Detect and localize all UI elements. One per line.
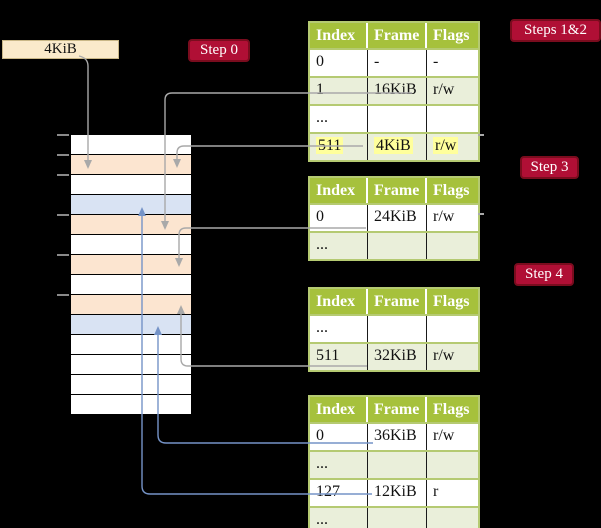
cell-index: 0 xyxy=(310,424,368,450)
cell-frame xyxy=(368,316,427,342)
frame-size-box: 4KiB xyxy=(2,40,119,59)
table-row: 0 36KiB r/w xyxy=(310,422,478,450)
memory-row xyxy=(71,255,191,275)
table-row: 0 - - xyxy=(310,48,478,76)
cell-frame: - xyxy=(368,50,427,76)
cell-index: 127 xyxy=(310,480,368,506)
cell-frame: 32KiB xyxy=(368,344,427,370)
cell-flags xyxy=(427,452,478,478)
address-tick xyxy=(57,294,69,296)
table-header-row: Index Frame Flags xyxy=(310,178,478,203)
table-row-ellipsis: ... xyxy=(310,506,478,528)
column-header-flags: Flags xyxy=(433,27,470,44)
page-table-root: Index Frame Flags 0 - - 1 16KiB r/w ... … xyxy=(308,21,480,162)
cell-flags: r/w xyxy=(433,427,455,444)
step-3-badge: Step 3 xyxy=(520,156,579,179)
steps-1-2-badge: Steps 1&2 xyxy=(510,19,601,42)
cell-flags xyxy=(427,508,478,528)
cell-flags: r/w xyxy=(433,208,455,225)
cell-index: ... xyxy=(310,106,368,132)
column-header-flags: Flags xyxy=(433,401,470,418)
cell-flags: r xyxy=(433,483,439,500)
step-0-badge: Step 0 xyxy=(188,39,250,62)
address-tick xyxy=(57,174,69,176)
column-header-index: Index xyxy=(310,397,368,422)
table-row-ellipsis: ... xyxy=(310,231,478,259)
column-header-index: Index xyxy=(310,289,368,314)
table-row: 511 32KiB r/w xyxy=(310,342,478,370)
cell-flags: - xyxy=(433,53,439,70)
table-header-row: Index Frame Flags xyxy=(310,23,478,48)
cell-flags xyxy=(427,233,478,259)
cell-frame xyxy=(368,106,427,132)
frame-size-label: 4KiB xyxy=(44,41,77,57)
cell-index: ... xyxy=(310,452,368,478)
table-row-ellipsis: ... xyxy=(310,450,478,478)
column-header-index: Index xyxy=(310,178,368,203)
page-table-leaf: Index Frame Flags 0 36KiB r/w ... 127 12… xyxy=(308,395,480,528)
cell-index: 0 xyxy=(310,205,368,231)
cell-frame: 36KiB xyxy=(368,424,427,450)
memory-row xyxy=(71,335,191,355)
page-table-step3: Index Frame Flags 0 24KiB r/w ... xyxy=(308,176,480,261)
cell-index: ... xyxy=(310,508,368,528)
memory-row xyxy=(71,275,191,295)
memory-row xyxy=(71,215,191,235)
table-row: 127 12KiB r xyxy=(310,478,478,506)
column-header-frame: Frame xyxy=(368,23,427,48)
memory-row xyxy=(71,135,191,155)
cell-flags xyxy=(427,316,478,342)
table-header-row: Index Frame Flags xyxy=(310,397,478,422)
memory-row xyxy=(71,235,191,255)
memory-row xyxy=(71,395,191,414)
memory-row xyxy=(71,315,191,335)
cell-frame xyxy=(368,233,427,259)
physical-memory-stack xyxy=(70,134,192,415)
cell-frame: 16KiB xyxy=(368,78,427,104)
cell-index: 511 xyxy=(310,344,368,370)
column-header-frame: Frame xyxy=(368,178,427,203)
address-tick xyxy=(57,254,69,256)
cell-frame xyxy=(368,452,427,478)
cell-frame: 4KiB xyxy=(368,134,427,160)
cell-flags: r/w xyxy=(433,81,455,98)
table-row-ellipsis: ... xyxy=(310,104,478,132)
memory-row xyxy=(71,175,191,195)
column-header-frame: Frame xyxy=(368,397,427,422)
cell-frame: 12KiB xyxy=(368,480,427,506)
cell-index: ... xyxy=(310,233,368,259)
cell-flags xyxy=(427,106,478,132)
address-tick xyxy=(57,154,69,156)
column-header-flags: Flags xyxy=(433,293,470,310)
memory-row xyxy=(71,195,191,215)
step-4-badge: Step 4 xyxy=(514,263,574,286)
column-header-index: Index xyxy=(310,23,368,48)
cell-flags: r/w xyxy=(433,347,455,364)
cell-index: 0 xyxy=(310,50,368,76)
cell-frame: 24KiB xyxy=(368,205,427,231)
table-row: 1 16KiB r/w xyxy=(310,76,478,104)
cell-flags: r/w xyxy=(433,137,459,154)
cell-index: 511 xyxy=(310,134,368,160)
memory-row xyxy=(71,375,191,395)
memory-row xyxy=(71,155,191,175)
table-row-ellipsis: ... xyxy=(310,314,478,342)
cell-index: 1 xyxy=(310,78,368,104)
address-tick xyxy=(57,134,69,136)
address-tick xyxy=(57,214,69,216)
memory-row xyxy=(71,295,191,315)
memory-row xyxy=(71,355,191,375)
table-row-highlighted: 511 4KiB r/w xyxy=(310,132,478,160)
column-header-flags: Flags xyxy=(433,182,470,199)
table-header-row: Index Frame Flags xyxy=(310,289,478,314)
page-table-step4: Index Frame Flags ... 511 32KiB r/w xyxy=(308,287,480,372)
table-row: 0 24KiB r/w xyxy=(310,203,478,231)
cell-frame xyxy=(368,508,427,528)
column-header-frame: Frame xyxy=(368,289,427,314)
cell-index: ... xyxy=(310,316,368,342)
